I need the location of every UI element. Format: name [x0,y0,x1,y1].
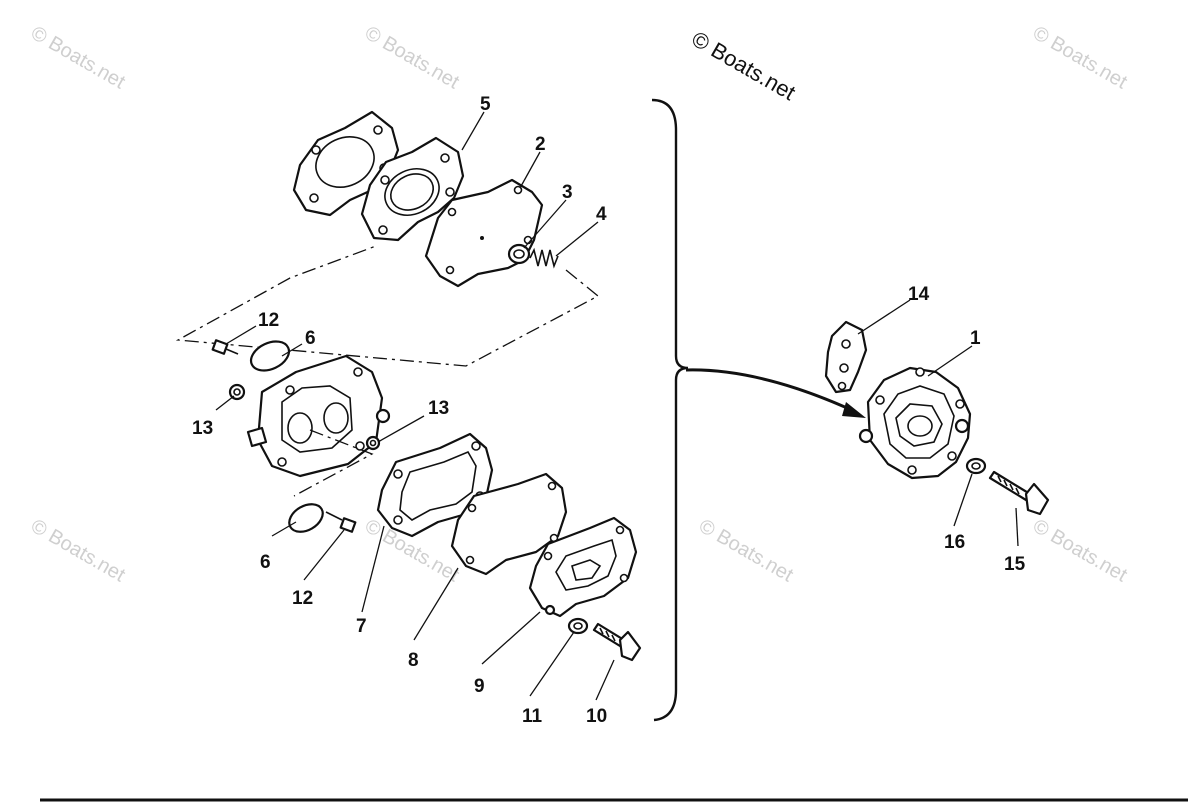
callout-7: 7 [356,616,367,637]
nut-13-left [228,383,246,401]
screw-10 [592,622,642,662]
cover-9 [528,516,638,618]
callout-2: 2 [535,134,546,155]
callout-6-top: 6 [305,328,316,349]
washer-11 [567,617,589,635]
fuel-pump-assembly-1 [858,366,972,480]
callout-16: 16 [944,532,965,553]
nut-13-right [365,435,381,451]
callout-8: 8 [408,650,419,671]
callout-6-bottom: 6 [260,552,271,573]
pump-body [246,354,391,478]
screw-12-bottom [325,511,357,533]
callout-1: 1 [970,328,981,349]
callout-10: 10 [586,706,607,727]
screw-15 [988,470,1050,516]
callout-15: 15 [1004,554,1026,575]
callout-9: 9 [474,676,485,697]
callout-11: 11 [522,706,543,727]
gasket-14 [824,320,868,394]
callout-12-top: 12 [258,310,279,331]
cover-6-top [249,340,291,372]
alignment-line-top [175,245,600,367]
callout-13-right: 13 [428,398,449,419]
assembly-arrow [685,368,857,414]
leader-lines [215,111,1019,701]
callout-13-left: 13 [192,418,213,439]
callout-5: 5 [480,94,491,115]
assembly-arrowhead [842,402,866,418]
callout-12-bottom: 12 [292,588,313,609]
callout-3: 3 [562,182,573,203]
callout-14: 14 [908,284,930,305]
screw-12-top [211,339,239,355]
alignment-line-mid [293,429,374,497]
callout-numbers: 5 2 3 4 12 6 13 13 6 12 7 8 9 11 10 14 1… [192,94,1026,727]
assembly-brace [651,98,689,722]
washer-16 [965,457,987,475]
valve-3 [507,243,531,265]
cover-6-bottom [288,503,324,533]
spring-4 [529,247,559,269]
callout-4: 4 [596,204,607,225]
diaphragm-8 [450,472,568,576]
gasket-5 [360,136,465,242]
